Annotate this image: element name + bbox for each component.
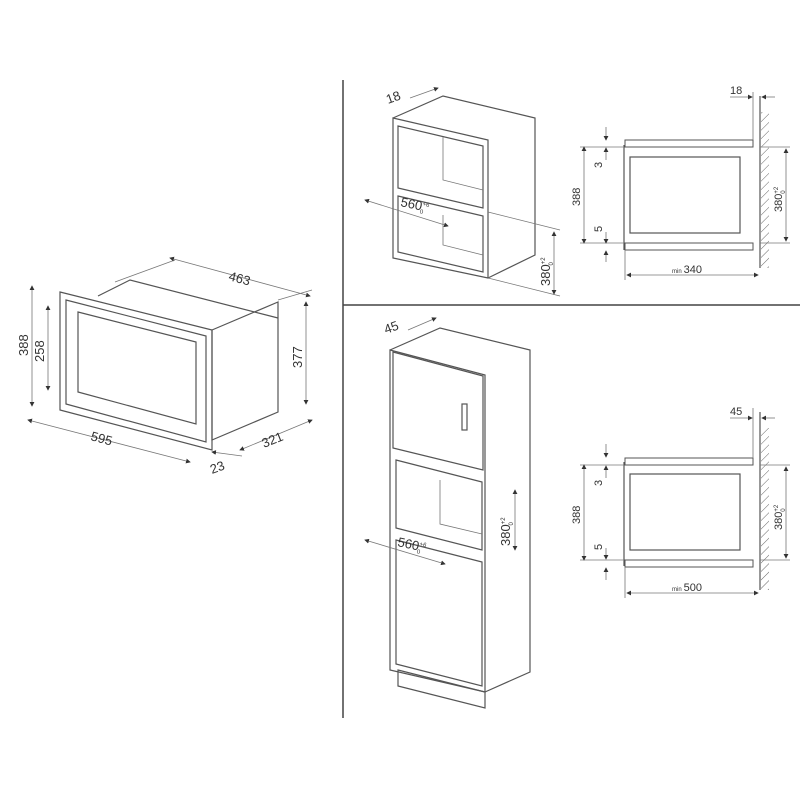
- wall-cabinet-width-label: 560+60: [399, 194, 431, 217]
- appliance-depth-label: 321: [260, 429, 286, 451]
- wall-side-gap-top-label: 3: [593, 162, 605, 168]
- tall-cabinet-drawing: [364, 317, 531, 709]
- tall-side-section: [580, 408, 790, 598]
- appliance-width-label: 463: [227, 268, 252, 288]
- tall-cabinet-panel-label: 45: [382, 318, 401, 337]
- appliance-front-width-label: 595: [89, 428, 114, 448]
- tall-side-opening-label: 380+20: [773, 504, 787, 530]
- tall-side-gap-top-label: 3: [593, 480, 605, 486]
- tall-side-height-label: 388: [571, 506, 583, 524]
- tall-cabinet-width-label: 560+60: [396, 534, 428, 557]
- wall-side-panel-label: 18: [730, 85, 742, 97]
- appliance-front-thickness-label: 23: [208, 458, 227, 477]
- wall-cabinet-drawing: [364, 87, 561, 297]
- wall-side-opening-label: 380+20: [773, 186, 787, 212]
- wall-side-gap-bottom-label: 5: [593, 226, 605, 232]
- tall-side-gap-bottom-label: 5: [593, 544, 605, 550]
- wall-side-height-label: 388: [571, 188, 583, 206]
- appliance-body-height-label: 377: [290, 346, 305, 368]
- panel-dividers: [342, 80, 800, 718]
- wall-side-section: [580, 92, 790, 280]
- wall-cabinet-panel-label: 18: [384, 88, 403, 107]
- tall-side-panel-label: 45: [730, 406, 742, 418]
- appliance-height-label: 388: [16, 334, 31, 356]
- appliance-drawing: [27, 256, 313, 464]
- appliance-window-height-label: 258: [32, 340, 47, 362]
